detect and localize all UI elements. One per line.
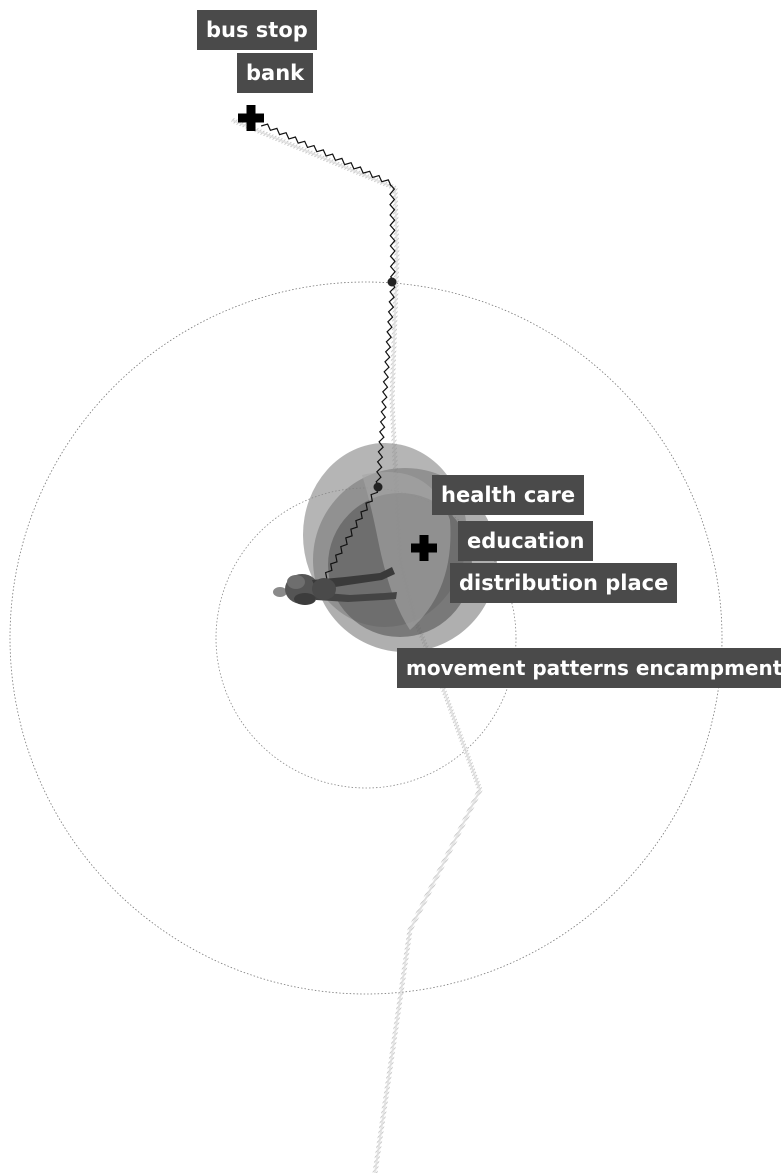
- label-movement-patterns: movement patterns encampment: [397, 648, 781, 688]
- label-health-care: health care: [432, 475, 584, 515]
- plus-icon: [238, 105, 264, 131]
- waypoint-dot: [374, 483, 383, 492]
- label-bus-stop: bus stop: [197, 10, 317, 50]
- encampment-movement-path: [232, 120, 480, 1173]
- label-distribution-place: distribution place: [450, 563, 677, 603]
- encampment-movement-path-edge: [232, 120, 480, 1173]
- label-education: education: [458, 521, 593, 561]
- label-bank: bank: [237, 53, 313, 93]
- waypoint-dot: [388, 278, 397, 287]
